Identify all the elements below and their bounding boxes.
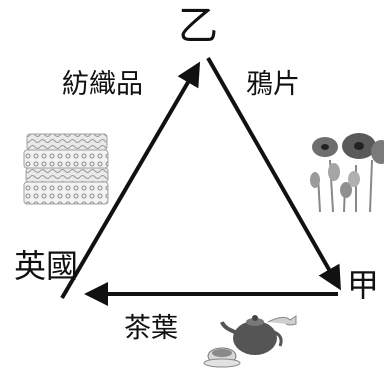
textile-bundle-picture [23, 133, 109, 205]
poppy-flowers-picture [310, 133, 384, 213]
edge-textiles-label: 紡織品 [62, 69, 143, 100]
edge-opium-label: 鴉片 [246, 69, 300, 100]
edge-tea-label: 茶葉 [124, 313, 178, 344]
teapot-picture [203, 315, 297, 368]
node-top-label: 乙 [178, 3, 218, 49]
arrow-left-to-top [60, 61, 201, 300]
node-right-label: 甲 [347, 266, 380, 304]
arrow-top-to-right [206, 57, 341, 291]
node-left-label: 英國 [14, 247, 79, 285]
